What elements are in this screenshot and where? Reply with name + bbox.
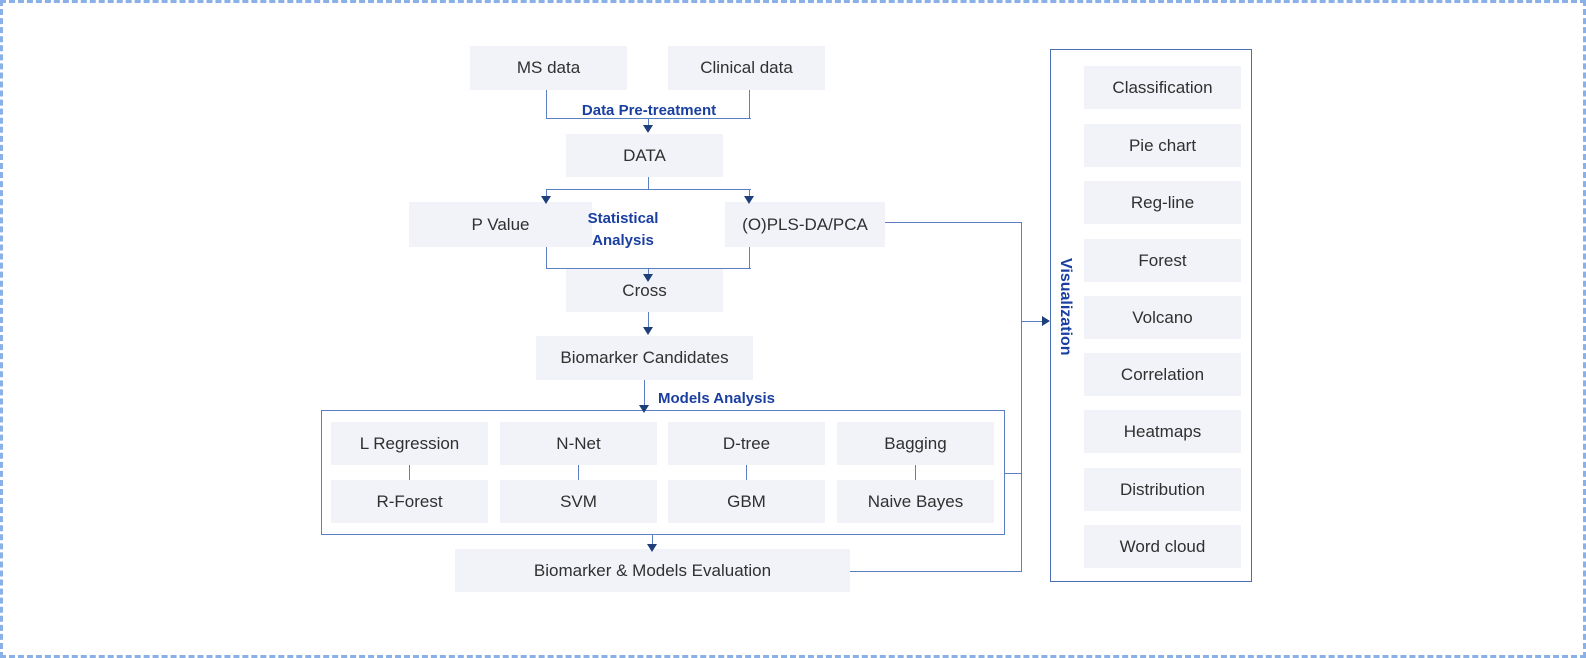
viz-item-distribution: Distribution (1084, 468, 1241, 511)
node-label: Cross (622, 280, 667, 300)
viz-item-volcano: Volcano (1084, 296, 1241, 339)
node-label: Distribution (1119, 479, 1206, 499)
arrow-to-models (639, 405, 649, 413)
arrow-to-pvalue (541, 196, 551, 204)
label-models-analysis: Models Analysis (658, 390, 775, 407)
connector-split-bar (546, 189, 751, 191)
connector-data-down (648, 177, 650, 190)
node-label: Correlation (1120, 364, 1205, 384)
node-label: Naive Bayes (867, 491, 964, 511)
node-data: DATA (566, 134, 723, 177)
label-data-pretreatment: Data Pre-treatment (581, 102, 717, 119)
node-label: Volcano (1132, 307, 1193, 327)
viz-item-pie-chart: Pie chart (1084, 124, 1241, 167)
node-label: MS data (516, 58, 581, 78)
node-label: Word cloud (1119, 536, 1206, 556)
connector-bracket-to-data (648, 118, 650, 131)
node-label: Pie chart (1128, 135, 1197, 155)
viz-item-word-cloud: Word cloud (1084, 525, 1241, 568)
arrow-to-plsda (744, 196, 754, 204)
model-l-regression: L Regression (331, 422, 488, 465)
node-ms-data: MS data (470, 46, 627, 90)
connector-cross-to-candidates (648, 312, 650, 330)
node-label: Heatmaps (1123, 421, 1202, 441)
model-svm: SVM (500, 480, 657, 523)
node-biomarker-candidates: Biomarker Candidates (536, 336, 753, 380)
node-label: DATA (623, 145, 666, 165)
connector-models-to-evaluation (652, 535, 654, 548)
connector-pvalue-down (546, 247, 548, 269)
node-label: (O)PLS-DA/PCA (742, 214, 868, 234)
node-label: Biomarker & Models Evaluation (533, 560, 772, 580)
node-label: N-Net (556, 433, 601, 453)
visualization-panel (1050, 49, 1252, 582)
models-container (321, 410, 1005, 535)
connector-model-pair-3 (746, 465, 748, 480)
node-biomarker-models-evaluation: Biomarker & Models Evaluation (455, 549, 850, 592)
viz-item-classification: Classification (1084, 66, 1241, 109)
connector-models-to-bus (1005, 473, 1022, 475)
node-label: Clinical data (700, 58, 793, 78)
node-label: GBM (727, 491, 766, 511)
connector-bus-to-visualization (1021, 321, 1045, 323)
node-label: D-tree (722, 433, 771, 453)
node-label: Bagging (884, 433, 947, 453)
node-p-value: P Value (409, 202, 592, 247)
connector-msdata-down (546, 90, 548, 119)
arrow-to-candidates (643, 327, 653, 335)
arrow-to-data (643, 125, 653, 133)
node-label: R-Forest (376, 491, 443, 511)
arrow-to-visualization (1042, 316, 1050, 326)
node-label: Forest (1138, 250, 1187, 270)
model-bagging: Bagging (837, 422, 994, 465)
connector-plsda-to-bus (885, 222, 1022, 224)
connector-split-right (749, 189, 751, 202)
node-clinical-data: Clinical data (668, 46, 825, 90)
connector-split-left (546, 189, 548, 202)
model-naive-bayes: Naive Bayes (837, 480, 994, 523)
connector-plsda-down (749, 247, 751, 269)
model-n-net: N-Net (500, 422, 657, 465)
node-label: SVM (560, 491, 597, 511)
viz-item-correlation: Correlation (1084, 353, 1241, 396)
viz-item-heatmaps: Heatmaps (1084, 410, 1241, 453)
model-gbm: GBM (668, 480, 825, 523)
viz-item-forest: Forest (1084, 239, 1241, 282)
connector-clinical-down (749, 90, 751, 119)
node-label: Biomarker Candidates (560, 348, 729, 368)
node-label: Classification (1112, 77, 1213, 97)
model-r-forest: R-Forest (331, 480, 488, 523)
label-visualization: Visualization (1057, 258, 1074, 356)
node-label: L Regression (359, 433, 460, 453)
node-label: Reg-line (1130, 192, 1195, 212)
label-statistical-analysis: Statistical Analysis (587, 210, 659, 249)
node-plsda-pca: (O)PLS-DA/PCA (725, 202, 885, 247)
arrow-to-cross (643, 274, 653, 282)
connector-model-pair-1 (409, 465, 411, 480)
connector-candidates-to-models (644, 380, 646, 410)
connector-model-pair-2 (578, 465, 580, 480)
model-d-tree: D-tree (668, 422, 825, 465)
viz-item-reg-line: Reg-line (1084, 181, 1241, 224)
node-label: P Value (471, 214, 530, 234)
connector-evaluation-to-bus (850, 571, 1022, 573)
arrow-to-evaluation (647, 544, 657, 552)
connector-visualization-bus (1021, 222, 1023, 572)
connector-model-pair-4 (915, 465, 917, 480)
